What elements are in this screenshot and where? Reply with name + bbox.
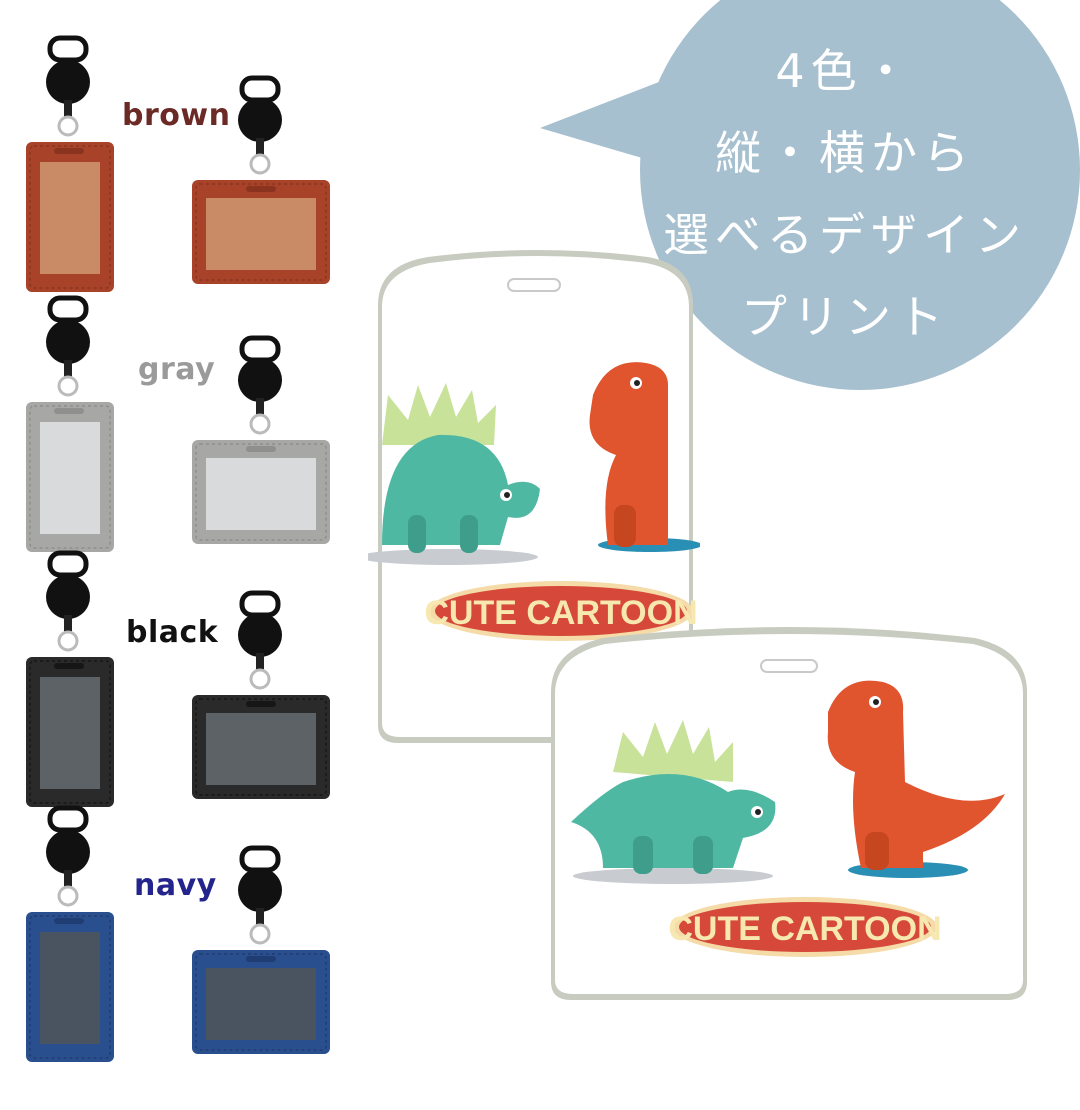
bubble-line-4: プリント <box>741 290 949 344</box>
vertical-holder-brown <box>26 35 114 292</box>
vertical-holder-navy <box>26 805 114 1062</box>
color-label-black: black <box>126 615 219 650</box>
bubble-line-1: 4色・ <box>775 44 915 98</box>
horizontal-holder-black <box>192 590 330 799</box>
bubble-line-2: 縦・横から <box>715 126 975 180</box>
badge-text: CUTE CARTOON <box>668 910 941 948</box>
vertical-holder-gray <box>26 295 114 552</box>
horizontal-card: CUTE CARTOON <box>551 627 1027 1000</box>
vertical-card: CUTE CARTOON <box>368 250 700 743</box>
color-label-brown: brown <box>122 98 231 133</box>
badge-text: CUTE CARTOON <box>424 594 697 632</box>
color-label-navy: navy <box>134 868 217 903</box>
horizontal-holder-brown <box>192 75 330 284</box>
horizontal-holder-navy <box>192 845 330 1054</box>
bubble-line-3: 選べるデザイン <box>663 208 1027 262</box>
cute-cartoon-badge: CUTE CARTOON <box>424 581 698 641</box>
vertical-holder-black <box>26 550 114 807</box>
bubble-text: 4色・ 縦・横から 選べるデザイン プリント <box>610 30 1080 358</box>
trex-icon <box>827 680 1005 878</box>
cute-cartoon-badge: CUTE CARTOON <box>668 897 942 957</box>
stegosaurus-icon <box>571 720 776 884</box>
stegosaurus-icon <box>368 383 540 565</box>
color-label-gray: gray <box>138 352 216 387</box>
speech-bubble <box>540 0 1080 390</box>
horizontal-holder-gray <box>192 335 330 544</box>
trex-icon <box>589 362 700 552</box>
